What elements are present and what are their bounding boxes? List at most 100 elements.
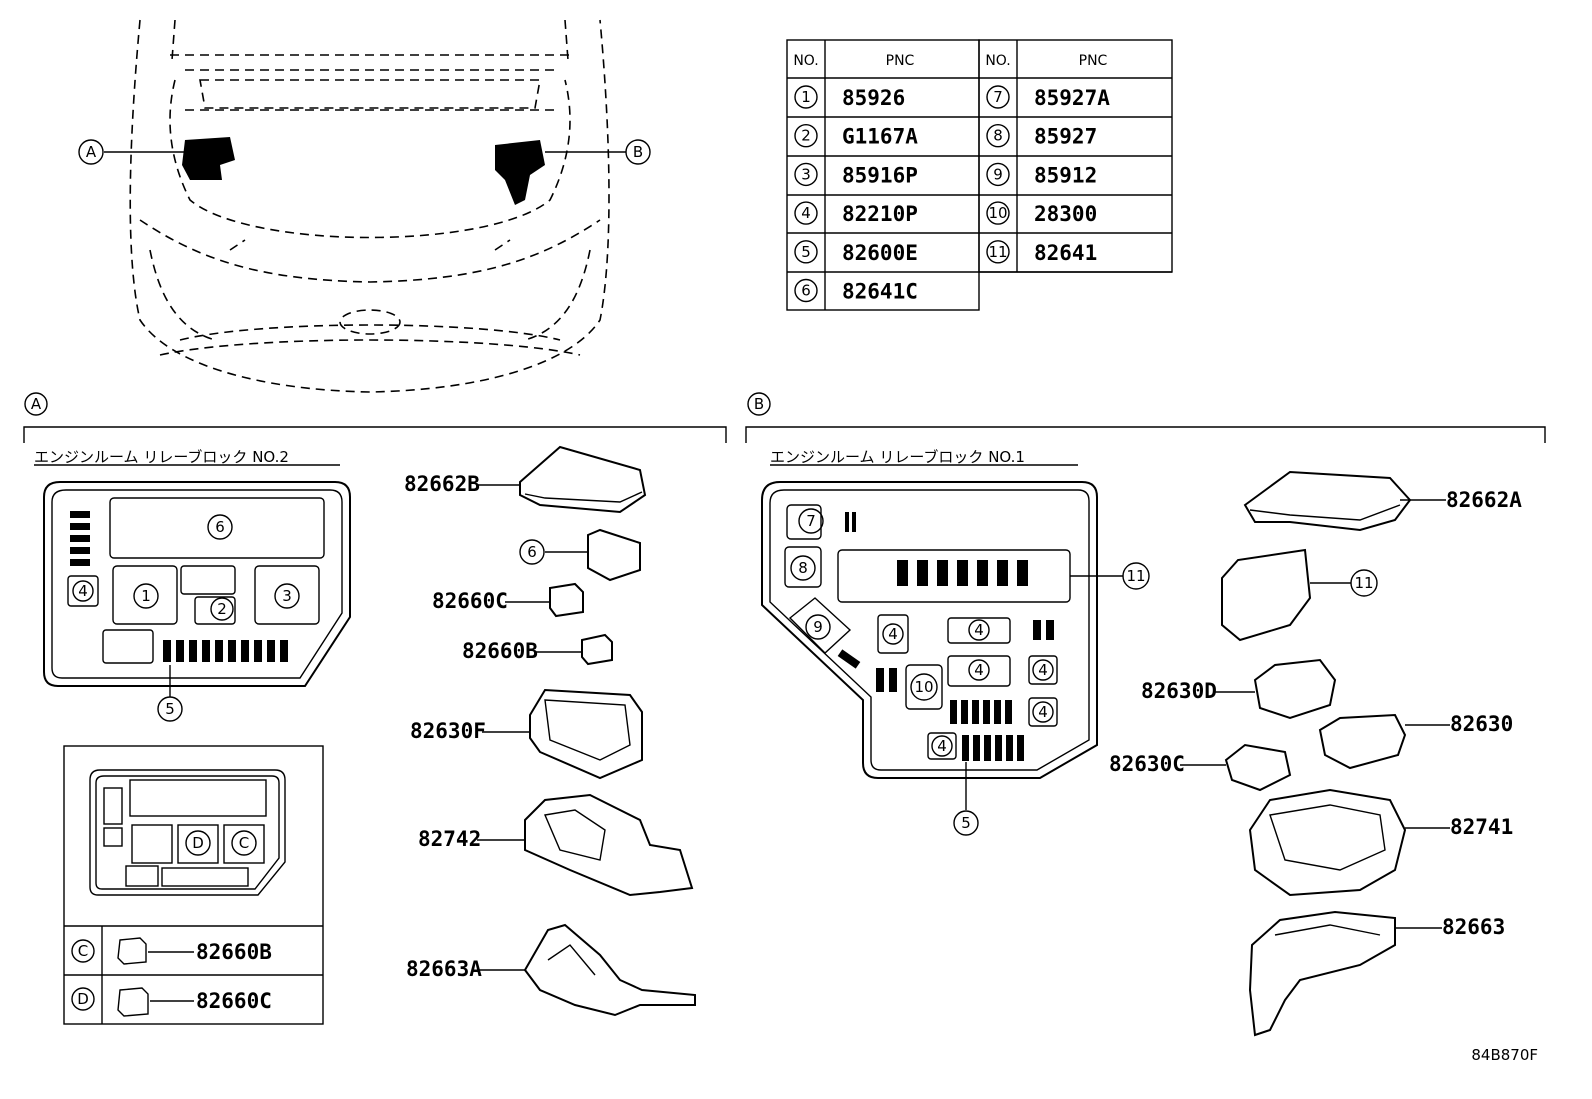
fuse-mark [950,700,957,724]
fuse-mark [845,512,849,532]
fuse-mark [228,640,236,662]
table-header-pnc-2: PNC [1079,53,1108,69]
callout-a: A [78,139,104,165]
svg-text:A: A [31,395,42,413]
svg-text:5: 5 [961,814,971,832]
row-pnc: 28300 [1034,202,1097,226]
fuse-mark [1006,735,1013,761]
part-82742-box [524,793,694,897]
row-pnc: 82210P [842,202,918,226]
table-header-no: NO. [793,53,818,69]
svg-text:4: 4 [888,625,898,643]
fuse-mark [837,649,861,669]
fuse-mark [876,668,884,692]
part-11-ecu [1221,548,1312,642]
fuse-mark [977,560,988,586]
fuse-mark [1005,700,1012,724]
part-82630F-frame [529,688,643,780]
fuse-mark [973,735,980,761]
label-82663: 82663 [1442,915,1505,939]
relay-block-no2-underside-inset: D C C D 82660B 82660C [63,745,324,1025]
fuse-mark [70,547,90,554]
svg-text:7: 7 [806,512,816,530]
relay-block-no2: 6 1 2 3 4 5 [43,481,351,722]
part-82663A-bracket [523,923,696,1017]
label-82660C: 82660C [432,589,508,613]
row-pnc: 85916P [842,163,918,187]
row-pnc: 85912 [1034,163,1097,187]
fuse-mark [202,640,210,662]
fuse-mark [241,640,249,662]
svg-text:5: 5 [165,700,175,718]
table-row: 4 82210P [794,201,918,226]
row-number: 5 [801,243,811,261]
fuse-mark [280,640,288,662]
svg-text:6: 6 [527,543,537,561]
row-number: 10 [988,204,1007,222]
section-a-title: エンジンルーム リレーブロック NO.2 [34,448,289,466]
row-number: 6 [801,282,811,300]
fuse-mark [972,700,979,724]
fuse-mark [1046,620,1054,640]
row-number: 3 [801,165,811,183]
label-82662A: 82662A [1446,488,1522,512]
label-82663A: 82663A [406,957,482,981]
label-82660B: 82660B [462,639,538,663]
svg-text:D: D [192,834,204,852]
svg-text:10: 10 [914,678,933,696]
label-82630F: 82630F [410,719,486,743]
fuse-mark [1033,620,1041,640]
fuse-mark [70,523,90,530]
svg-text:C: C [239,834,249,852]
table-row: 3 85916P [794,162,918,187]
label-82741: 82741 [1450,815,1513,839]
svg-text:4: 4 [974,621,984,639]
part-82630C-frame [1224,743,1292,792]
svg-text:8: 8 [798,559,808,577]
fuse-mark [984,735,991,761]
label-82742: 82742 [418,827,481,851]
svg-text:4: 4 [1038,661,1048,679]
fuse-mark [994,700,1001,724]
row-pnc: G1167A [842,125,918,149]
fuse-mark [957,560,968,586]
fuse-mark [215,640,223,662]
svg-text:4: 4 [1038,703,1048,721]
svg-text:4: 4 [937,737,947,755]
row-pnc: 85927 [1034,125,1097,149]
label-82630C: 82630C [1109,752,1185,776]
table-row: 10 28300 [986,201,1097,226]
callout-b: B [625,139,651,165]
fuse-mark [176,640,184,662]
section-a-parts: 82662B 6 82660C 82660B 82630F 82742 8266… [404,445,696,1017]
label-82630: 82630 [1450,712,1513,736]
svg-text:1: 1 [141,587,151,605]
row-pnc: 82600E [842,241,918,265]
fuse-mark [70,559,90,566]
relay-block-a-location [182,137,235,180]
row-number: 2 [801,127,811,145]
fuse-mark [962,735,969,761]
table-header-pnc: PNC [886,53,915,69]
svg-text:9: 9 [813,618,823,636]
fuse-mark [995,735,1002,761]
part-82663-bracket [1248,910,1396,1037]
fuse-mark [997,560,1008,586]
fuse-mark [961,700,968,724]
table-header-no-2: NO. [985,53,1010,69]
vehicle-top-view [104,19,626,393]
svg-text:C: C [78,942,88,960]
row-pnc: 85927A [1034,86,1110,110]
fuse-mark [852,512,856,532]
row-number: 4 [801,204,811,222]
part-82630-frame [1318,713,1407,770]
relay-block-no1: 7 8 9 4 4 4 4 4 10 4 11 5 [761,481,1150,836]
c-part-label: 82660B [196,940,272,964]
